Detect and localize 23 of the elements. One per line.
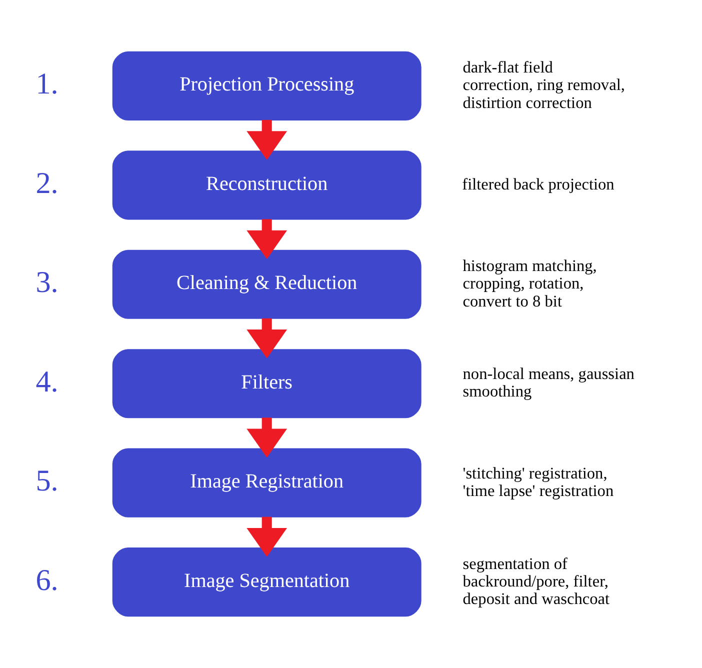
arrow [246,516,288,557]
node-label: histogram matching, cropping, rotation, convert to 8 bit [462,256,597,310]
node-label: 1. [36,66,58,101]
arrow [246,418,288,458]
node-label: 3. [36,265,58,300]
node-label: segmentation of backround/pore, filter, deposit and waschcoat [462,554,610,608]
node-label: filtered back projection [462,174,614,194]
node-label: 5. [36,464,58,498]
node-box: Cleaning & Reduction [112,250,422,319]
node-label: 4. [36,364,58,398]
node-box: Image Segmentation [112,548,422,617]
node-box: Filters [112,349,422,418]
node-label: 2. [36,166,58,200]
node-box: Image Registration [112,448,422,518]
arrow [246,318,288,358]
node-label: non-local means, gaussian smoothing [462,364,634,401]
node-label: dark-flat field correction, ring removal, distirtion correction [462,58,625,112]
node-box: Reconstruction [112,150,422,220]
node-label: 6. [36,562,58,597]
arrow [246,120,288,160]
arrow [246,219,288,260]
node-box: Projection Processing [112,51,422,120]
node-label: 'stitching' registration, 'time lapse' registration [462,463,614,500]
